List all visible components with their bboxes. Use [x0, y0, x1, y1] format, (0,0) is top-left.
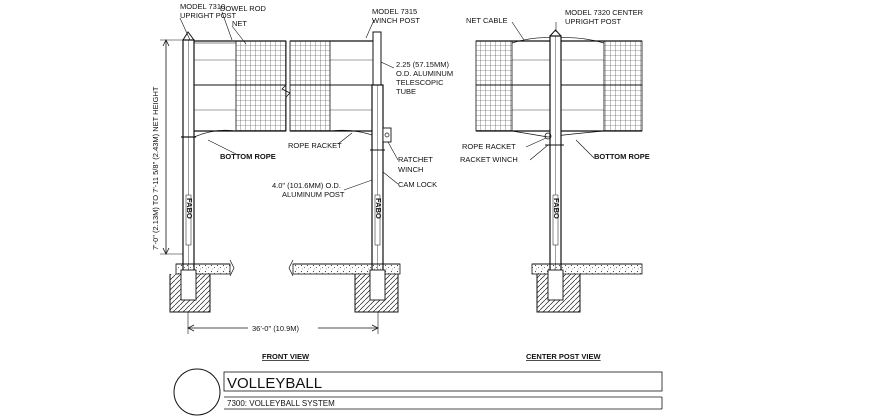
rope-racket-label: ROPE RACKET — [288, 141, 342, 150]
post-label-1: 4.0" (101.6MM) O.D. — [272, 181, 341, 190]
post-label-2: ALUMINUM POST — [282, 190, 345, 199]
width-dimension-label: 36'-0" (10.9M) — [252, 324, 300, 333]
subtitle-text: 7300: VOLLEYBALL SYSTEM — [227, 399, 335, 408]
model-7310-label-2: UPRIGHT POST — [180, 11, 237, 20]
center-net-right — [603, 40, 643, 132]
tube-label-2: O.D. ALUMINUM — [396, 69, 453, 78]
title-block — [173, 368, 663, 416]
center-labels: NET CABLE MODEL 7320 CENTER UPRIGHT POST… — [460, 8, 650, 361]
center-rope-racket-label: ROPE RACKET — [462, 142, 516, 151]
front-net-right — [289, 40, 379, 138]
winch-post-7315 — [370, 31, 392, 286]
tube-label-3: TELESCOPIC — [396, 78, 444, 87]
front-labels: MODEL 7310 UPRIGHT POST DOWEL ROD NET MO… — [151, 2, 453, 361]
front-view — [160, 11, 401, 334]
dowel-rod-label: DOWEL ROD — [220, 4, 267, 13]
width-dimension — [187, 312, 379, 334]
racket-winch-label: RACKET WINCH — [460, 155, 518, 164]
cam-lock-label: CAM LOCK — [398, 180, 437, 189]
center-upright-post-7320 — [544, 29, 564, 286]
front-net-left — [193, 40, 287, 138]
center-net-left — [475, 40, 513, 132]
net-cable-label: NET CABLE — [466, 16, 508, 25]
model-7310-label: MODEL 7310 — [180, 2, 225, 11]
front-ground — [169, 259, 401, 313]
net-height-label: 7'-0" (2.13M) TO 7'-11 5/8" (2.43M) NET … — [151, 86, 160, 250]
model-7315-label-2: WINCH POST — [372, 16, 420, 25]
front-leaders — [179, 11, 399, 191]
tube-label-1: 2.25 (57.15MM) — [396, 60, 449, 69]
ratchet-label-1: RATCHET — [398, 155, 433, 164]
ratchet-label-2: WINCH — [398, 165, 423, 174]
front-view-title: FRONT VIEW — [262, 352, 310, 361]
left-post-brand: FABO — [185, 198, 194, 219]
front-break-symbol — [281, 41, 291, 131]
title-box — [223, 371, 663, 392]
center-ground — [531, 263, 643, 313]
tube-label-4: TUBE — [396, 87, 416, 96]
net-label: NET — [232, 19, 247, 28]
center-view-title: CENTER POST VIEW — [526, 352, 602, 361]
title-text: VOLLEYBALL — [227, 375, 322, 392]
bottom-rope-label: BOTTOM ROPE — [220, 152, 276, 161]
model-7320-label: MODEL 7320 CENTER — [565, 8, 644, 17]
right-post-brand: FABO — [374, 198, 383, 219]
center-view — [475, 21, 643, 313]
net-height-dimension — [160, 39, 186, 255]
model-7320-label-2: UPRIGHT POST — [565, 17, 622, 26]
model-7315-label: MODEL 7315 — [372, 7, 417, 16]
center-leaders — [511, 21, 595, 161]
upright-post-7310 — [181, 31, 196, 286]
center-post-brand: FABO — [552, 198, 561, 219]
center-bottom-rope-label: BOTTOM ROPE — [594, 152, 650, 161]
title-circle — [173, 368, 221, 416]
